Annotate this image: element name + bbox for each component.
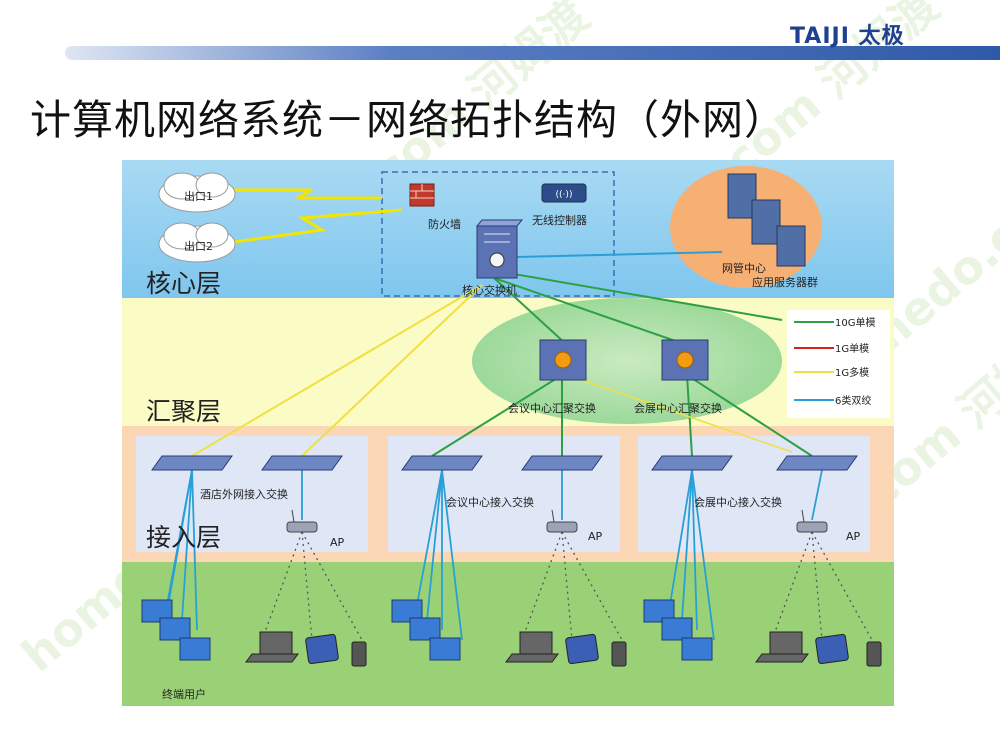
agg-exhibition-label: 会展中心汇聚交换 — [634, 402, 722, 415]
aggregation-layer-label: 汇聚层 — [146, 397, 222, 426]
tablet-icon — [305, 633, 849, 665]
topology-lines: ((·)) — [141, 171, 882, 667]
agg1-to-conf-sw1 — [431, 374, 563, 457]
exit2-link — [233, 208, 403, 244]
access-switch-icon — [151, 455, 858, 471]
access-layer-label: 接入层 — [146, 523, 222, 552]
core-switch-label: 核心交换机 — [462, 284, 517, 297]
legend-item: 1G单模 — [787, 340, 890, 356]
server-icon — [727, 173, 806, 267]
legend-item: 6类双绞 — [787, 392, 890, 408]
wireless-links — [261, 531, 873, 641]
core-to-hotel-sw2 — [301, 284, 483, 457]
wireless-controller-label: 无线控制器 — [532, 214, 587, 227]
ap-label: AP — [846, 530, 861, 543]
legend-item: 10G单模 — [787, 314, 890, 330]
ap-label: AP — [330, 536, 345, 549]
core-switch-icon — [475, 219, 524, 279]
core-to-hotel-sw1 — [191, 284, 483, 457]
nms-center-label: 网管中心 — [722, 262, 766, 275]
agg2-to-exh-sw2 — [686, 374, 813, 457]
legend-item: 1G多模 — [787, 364, 890, 380]
agg-conference-label: 会议中心汇聚交换 — [508, 402, 596, 415]
core-to-agg1-link — [493, 277, 568, 346]
access-point-icon — [286, 509, 828, 533]
exit1-label: 出口1 — [184, 190, 213, 203]
header-bar — [65, 46, 1000, 60]
firewall-label: 防火墙 — [428, 218, 461, 231]
laptop-icon — [245, 631, 809, 663]
core-dashed-box — [381, 171, 615, 297]
network-topology-diagram: ((·)) — [122, 160, 894, 706]
hotel-access-panel — [136, 436, 368, 552]
brand-logo: TAIJI 太极 — [790, 24, 905, 49]
core-to-servers-link — [516, 251, 723, 258]
server-group-label: 应用服务器群 — [752, 276, 818, 289]
svg-text:((·)): ((·)) — [556, 190, 573, 200]
wireless-controller-icon: ((·)) — [541, 183, 587, 203]
conference-access-panel — [388, 436, 620, 552]
agg-yellow-link — [566, 374, 793, 453]
access-terminal-links — [161, 469, 823, 641]
exhibition-switch-label: 会展中心接入交换 — [694, 496, 782, 509]
ap-label: AP — [588, 530, 603, 543]
core-to-agg2-link — [493, 277, 688, 346]
agg2-to-exh-sw1 — [686, 374, 693, 457]
legend: 10G单模 1G单模 1G多模 6类双绞 — [787, 310, 890, 418]
core-green-link — [501, 271, 783, 321]
firewall-icon — [409, 183, 435, 207]
phone-icon — [351, 641, 882, 667]
terminal-layer-band — [122, 562, 894, 706]
core-layer-label: 核心层 — [146, 269, 222, 298]
exit2-label: 出口2 — [184, 240, 213, 253]
terminal-users-label: 终端用户 — [162, 688, 206, 701]
aggregation-switch-icon — [539, 339, 709, 381]
cloud-icon — [158, 172, 236, 263]
page-title: 计算机网络系统－网络拓扑结构（外网） — [30, 96, 786, 144]
exit1-link — [234, 188, 382, 200]
exhibition-access-panel — [638, 436, 870, 552]
conference-switch-label: 会议中心接入交换 — [446, 496, 534, 509]
pc-icon — [141, 599, 713, 661]
hotel-switch-label: 酒店外网接入交换 — [200, 488, 288, 501]
